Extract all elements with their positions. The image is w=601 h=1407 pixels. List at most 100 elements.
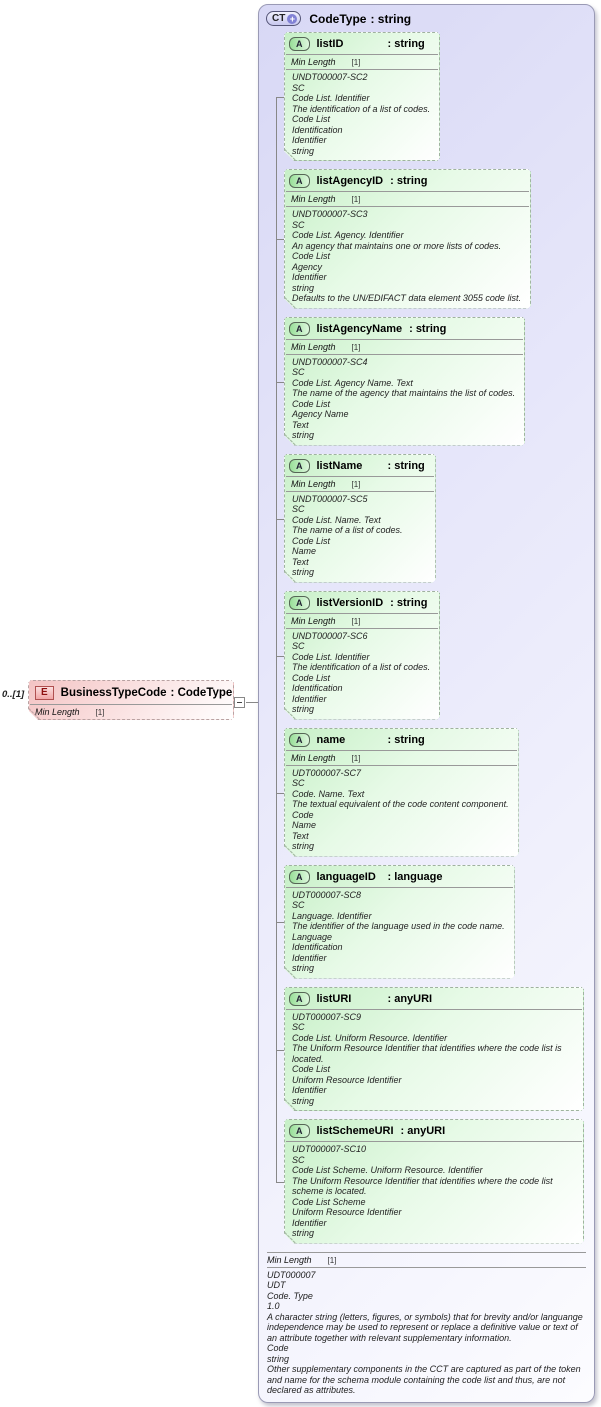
attribute-header: A name : string [285,729,518,750]
attribute-connector-stub [276,381,284,383]
annotation-line: Code [267,1343,289,1353]
element-node-businesstypecode[interactable]: E BusinessTypeCode: CodeType Min Length … [28,680,234,720]
annotation-line: string [292,567,315,577]
attribute-icon: A [289,174,310,188]
annotation-line: Agency [292,261,323,272]
attribute-facet-row: Min Length [1] [285,192,530,206]
divider [286,613,438,614]
attribute-connector-stub [276,239,284,240]
attribute-connector-stub [276,518,284,520]
annotation-line: UNDT000007-SC3 [292,209,368,219]
attribute-connector-stub [276,792,284,794]
facet-value: [1] [95,708,105,717]
annotation-line: UDT000007-SC10 [292,1144,367,1154]
complextype-icon: CT+ [266,11,302,26]
attribute-node[interactable]: A listVersionID : string Min Length [1] … [284,591,440,720]
annotation-line: Defaults to the UN/EDIFACT data element … [292,293,521,303]
annotation-line: string [292,1228,315,1238]
facet-label: Min Length [291,341,336,352]
attribute-facet-row: Min Length [1] [285,614,439,628]
attribute-node[interactable]: A listAgencyName : string Min Length [1]… [284,317,525,446]
annotation-line: string [267,1353,290,1364]
annotation-line: string [292,282,315,293]
annotation-line: SC [292,1022,305,1032]
attribute-node[interactable]: A listAgencyID : string Min Length [1] U… [284,169,531,309]
attribute-name: listID [316,38,344,50]
annotation-line: The name of a list of codes. [292,525,403,535]
attribute-type: : language [387,870,443,883]
attribute-icon: A [289,1124,310,1138]
attribute-facet-row: Min Length [1] [285,751,518,765]
divider [286,1141,582,1142]
annotation-line: Code List [292,251,331,261]
divider [286,354,523,355]
annotation-line: Code List [292,1064,331,1074]
annotation-line: Code List [292,535,331,546]
annotation-line: The Uniform Resource Identifier that ide… [292,1043,562,1064]
annotation-line: Identification [292,942,343,952]
annotation-line: SC [292,900,305,910]
complextype-header: CT+ CodeType: string [259,5,594,31]
attribute-name: listVersionID [316,596,384,609]
divider [286,191,529,192]
attribute-node[interactable]: A listID : string Min Length [1] UNDT000… [284,32,440,161]
attribute-icon: A [289,322,310,336]
complextype-base-type: : string [370,11,412,26]
annotation-line: The identifier of the language used in t… [292,921,505,931]
annotation-line: SC [292,367,305,377]
annotation-line: The Uniform Resource Identifier that ide… [292,1175,553,1196]
attribute-type: : string [409,322,447,335]
attribute-type: : string [387,733,425,746]
annotation-line: SC [292,82,305,93]
annotation-line: UDT [267,1280,286,1290]
annotation-line: Code List. Identifier [292,651,370,662]
attribute-type: : anyURI [387,992,433,1005]
annotation-line: Identifier [292,135,327,145]
facet-value: [1] [351,616,361,626]
attribute-header: A listAgencyName : string [285,318,524,339]
attribute-header: A languageID : language [285,866,514,887]
annotation-line: Language [292,931,333,942]
annotation-line: Code List [292,114,331,124]
collapse-toggle-icon[interactable] [234,697,245,708]
annotation-line: UDT000007 [267,1269,316,1280]
cardinality-label: 0..[1] [2,689,25,700]
attribute-connector-stub [276,1181,284,1183]
attribute-facet-row: Min Length [1] [285,340,524,354]
attribute-node[interactable]: A listName : string Min Length [1] UNDT0… [284,454,436,583]
attribute-icon: A [289,596,310,610]
divider [286,765,517,766]
attribute-name: listSchemeURI [316,1125,394,1137]
divider [286,628,438,629]
element-header: E BusinessTypeCode: CodeType [29,681,233,704]
attribute-icon: A [289,459,310,473]
complextype-node-codetype[interactable]: CT+ CodeType: string A listID : string M… [258,4,595,1403]
attribute-list: A listID : string Min Length [1] UNDT000… [259,31,594,1244]
annotation-line: Code List. Uniform Resource. Identifier [292,1032,448,1043]
attribute-name: name [316,733,346,746]
annotation-line: Code. Type [267,1290,313,1301]
annotation-line: Identifier [292,952,327,963]
annotation-line: Code List. Agency Name. Text [292,377,413,388]
divider [286,750,517,751]
annotation-line: Other supplementary components in the CC… [267,1364,581,1395]
annotation-line: Code List Scheme. Uniform Resource. Iden… [292,1165,483,1175]
complextype-title: CodeType: string [309,12,411,26]
attribute-node[interactable]: A name : string Min Length [1] UDT000007… [284,728,519,857]
annotation-line: Text [292,419,309,430]
annotation-line: Code List Scheme [292,1196,366,1207]
plus-icon: + [287,13,298,24]
attribute-icon: A [289,992,310,1006]
annotation-line: Name [292,820,317,830]
divider [267,1266,586,1268]
divider [286,1009,582,1010]
attribute-icon: A [289,37,310,51]
